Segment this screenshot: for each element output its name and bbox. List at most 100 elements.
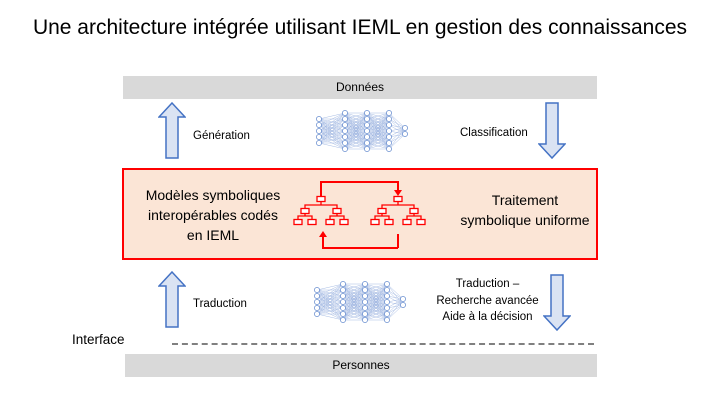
nn-node <box>316 128 322 134</box>
tree-edge <box>406 215 422 219</box>
nn-edge <box>318 124 346 144</box>
nn-edge <box>366 130 390 150</box>
tree-node <box>307 218 317 226</box>
nn-node <box>340 305 346 311</box>
nn-edge <box>342 283 366 309</box>
neural-network-icon <box>316 110 408 152</box>
tree-cycle-icon <box>293 181 426 249</box>
tree-node <box>402 218 412 226</box>
nn-edge <box>366 142 390 150</box>
nn-node <box>384 299 390 305</box>
generation-label: Génération <box>193 130 250 142</box>
nn-node <box>316 134 322 140</box>
nn-edge <box>386 304 404 321</box>
processing-line: symbolique uniforme <box>460 212 590 228</box>
interface-divider <box>172 343 594 345</box>
nn-edge <box>366 112 390 138</box>
nn-edge <box>316 307 344 315</box>
tree-node <box>293 218 303 226</box>
nn-node <box>386 110 392 116</box>
nn-edge <box>316 289 344 315</box>
tree-node <box>316 195 326 203</box>
nn-edge <box>366 112 390 132</box>
nn-node <box>386 116 392 122</box>
nn-edge <box>386 298 404 309</box>
nn-node <box>384 305 390 311</box>
tree-node <box>377 207 387 215</box>
nn-node <box>362 299 368 305</box>
nn-edge <box>318 142 346 150</box>
nn-node <box>362 287 368 293</box>
nn-edge <box>364 301 388 321</box>
nn-edge <box>364 289 388 321</box>
nn-edge <box>364 283 388 297</box>
nn-edge <box>366 112 390 150</box>
nn-node <box>386 134 392 140</box>
tree-edge <box>304 204 338 208</box>
nn-edge <box>366 112 390 144</box>
nn-node <box>386 122 392 128</box>
tree-edge <box>374 215 390 219</box>
nn-node <box>340 317 346 323</box>
nn-edge <box>344 142 368 150</box>
nn-edge <box>364 283 388 309</box>
nn-node <box>362 293 368 299</box>
nn-edge <box>388 112 406 129</box>
nn-edge <box>344 124 368 150</box>
nn-edge <box>318 118 346 144</box>
nn-edge <box>318 112 346 138</box>
nn-edge <box>344 112 368 150</box>
nn-node <box>340 293 346 299</box>
tree-node <box>416 218 426 226</box>
nn-edge <box>366 136 390 150</box>
nn-node <box>340 287 346 293</box>
nn-node <box>314 287 320 293</box>
tree-node <box>393 195 403 203</box>
models-line: Modèles symboliques <box>145 187 281 203</box>
nn-edge <box>388 127 406 144</box>
nn-node <box>400 302 406 308</box>
nn-node <box>402 125 408 131</box>
models-line: en IEML <box>186 227 240 243</box>
nn-edge <box>342 283 366 321</box>
nn-edge <box>344 112 368 120</box>
nn-edge <box>342 289 366 321</box>
nn-edge <box>344 112 368 144</box>
nn-node <box>342 116 348 122</box>
nn-node <box>340 299 346 305</box>
slide-title: Une architecture intégrée utilisant IEML… <box>32 16 688 39</box>
arrow-up-icon <box>158 102 186 159</box>
nn-edge <box>386 289 404 300</box>
nn-edge <box>316 283 344 303</box>
nn-edge <box>364 307 388 321</box>
nn-node <box>314 305 320 311</box>
nn-node <box>316 122 322 128</box>
nn-edge <box>364 295 388 321</box>
nn-edge <box>318 112 346 144</box>
nn-edge <box>318 112 346 132</box>
nn-edge <box>342 307 366 321</box>
nn-edge <box>342 283 366 303</box>
nn-edge <box>316 295 344 315</box>
nn-node <box>342 110 348 116</box>
tree-node <box>332 207 342 215</box>
tree-node <box>300 207 310 215</box>
nn-node <box>364 122 370 128</box>
nn-edge <box>344 112 368 126</box>
nn-node <box>384 311 390 317</box>
nn-node <box>340 281 346 287</box>
nn-node <box>386 128 392 134</box>
processing-line: Traitement <box>491 192 559 208</box>
nn-edge <box>344 136 368 150</box>
symbolic-processing-box <box>122 168 598 260</box>
nn-edge <box>342 283 366 297</box>
nn-node <box>386 140 392 146</box>
nn-edge <box>342 313 366 321</box>
services-line: Traduction – <box>455 278 520 290</box>
nn-node <box>362 305 368 311</box>
nn-edge <box>344 130 368 150</box>
services-line: Aide à la décision <box>442 311 533 323</box>
nn-node <box>364 140 370 146</box>
nn-node <box>364 116 370 122</box>
nn-edge <box>342 283 366 315</box>
